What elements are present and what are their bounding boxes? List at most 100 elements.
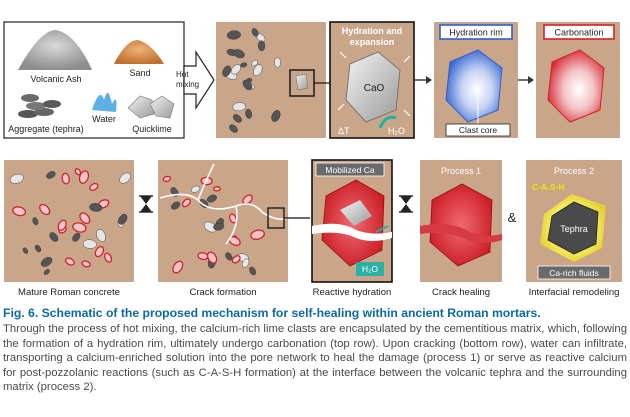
lime-clast bbox=[231, 255, 241, 264]
h2o-label-top: H₂O bbox=[388, 126, 405, 136]
water-inflow-arrow bbox=[378, 115, 397, 129]
lime-clast bbox=[89, 203, 103, 212]
aggregate-grain bbox=[232, 114, 242, 123]
aggregate-grain bbox=[232, 49, 245, 59]
lime-clast bbox=[170, 201, 181, 210]
clast-core-box bbox=[445, 123, 511, 137]
lime-clast bbox=[82, 239, 97, 249]
hydration-rim-title-box bbox=[439, 24, 513, 40]
lime-clast bbox=[228, 213, 237, 224]
caption-body: Through the process of hot mixing, the c… bbox=[3, 323, 627, 394]
lime-clast bbox=[94, 245, 105, 258]
lime-clast bbox=[213, 222, 225, 231]
caption-title-text: Schematic of the proposed mechanism for … bbox=[41, 306, 541, 320]
healing-clast bbox=[429, 183, 493, 267]
hot-mixing-label-line1: Hot bbox=[176, 70, 189, 79]
reactive-hydration-panel: Mobilized Ca H₂O bbox=[311, 159, 393, 283]
caption-title: Fig. 6. Schematic of the proposed mechan… bbox=[3, 306, 627, 320]
cao-clast bbox=[345, 51, 401, 123]
lime-clast bbox=[96, 229, 106, 242]
lime-clast bbox=[49, 232, 59, 242]
lime-clast bbox=[65, 257, 75, 266]
crack-line bbox=[159, 163, 289, 245]
sand-pile bbox=[114, 40, 164, 64]
lime-clast bbox=[206, 194, 217, 203]
crack-formation-label: Crack formation bbox=[189, 287, 256, 298]
lime-clast bbox=[72, 222, 87, 233]
hydration-title-line1: Hydration and bbox=[342, 26, 403, 36]
ampersand: & bbox=[508, 210, 517, 225]
lime-clast bbox=[191, 185, 201, 193]
lime-clast bbox=[61, 172, 70, 185]
lime-clast bbox=[57, 219, 67, 231]
reactive-crack bbox=[312, 223, 392, 241]
volcanic-ash-label: Volcanic Ash bbox=[30, 74, 81, 84]
sand-label: Sand bbox=[129, 68, 150, 78]
aggregate-grain bbox=[229, 124, 238, 133]
crack-healing-label: Crack healing bbox=[432, 287, 490, 298]
lime-clast bbox=[32, 217, 39, 226]
aggregate-grain bbox=[251, 59, 258, 67]
carbonation-title-box bbox=[543, 24, 615, 40]
clast-core-label: Clast core bbox=[459, 125, 498, 135]
lime-clast bbox=[225, 252, 233, 261]
water-splash bbox=[92, 92, 117, 112]
aggregate-grain bbox=[271, 110, 281, 122]
aggregate-grain bbox=[257, 40, 266, 52]
mature-concrete-label: Mature Roman concrete bbox=[18, 287, 120, 298]
hourglass-icon bbox=[139, 195, 153, 213]
lime-clast bbox=[43, 269, 50, 275]
hourglass-icon-2 bbox=[399, 195, 413, 213]
lime-clast bbox=[34, 244, 42, 253]
lime-clast bbox=[213, 186, 221, 192]
quicklime-label: Quicklime bbox=[132, 124, 172, 134]
lime-clast bbox=[12, 206, 27, 217]
crack-healing-panel: Process 1 bbox=[420, 160, 502, 282]
mature-concrete-panel bbox=[4, 160, 134, 282]
expansion-arrows bbox=[337, 51, 411, 117]
lime-clast bbox=[81, 260, 91, 268]
lime-clast bbox=[9, 173, 24, 184]
hydration-title-line2: expansion bbox=[350, 37, 395, 47]
lime-clast bbox=[22, 247, 29, 254]
hot-mixing-label: Hot mixing bbox=[176, 70, 199, 89]
quicklime-rocks bbox=[127, 95, 175, 119]
hydration-rim-clast bbox=[445, 49, 503, 123]
lime-clast bbox=[206, 251, 218, 264]
mechanism-figure: Volcanic Ash Sand Water Aggregate (tephr… bbox=[3, 21, 622, 298]
lime-clast bbox=[181, 198, 191, 208]
lime-clast bbox=[79, 212, 91, 225]
lime-clast bbox=[172, 260, 184, 274]
hydration-expansion-panel: Hydration and expansion CaO ΔT H₂O bbox=[329, 21, 415, 139]
lime-clast bbox=[242, 194, 253, 205]
process1-label: Process 1 bbox=[441, 166, 481, 176]
lime-clast bbox=[118, 213, 128, 225]
lime-clast bbox=[203, 221, 217, 233]
ca-rich-fluids-label: Ca-rich fluids bbox=[549, 268, 599, 278]
lime-clast bbox=[40, 257, 53, 267]
lime-clast bbox=[119, 172, 131, 184]
hot-mixing-label-line2: mixing bbox=[176, 80, 199, 89]
interfacial-remodeling-label: Interfacial remodeling bbox=[529, 287, 620, 298]
lime-clast bbox=[242, 258, 250, 268]
aggregate-grain bbox=[231, 64, 241, 75]
aggregate-grain bbox=[245, 108, 252, 119]
aggregate-stack bbox=[18, 94, 61, 118]
aggregate-grain bbox=[222, 65, 232, 77]
lime-clast bbox=[250, 229, 265, 240]
carbonation-panel: Carbonation bbox=[536, 22, 620, 138]
carbonation-clast bbox=[547, 49, 605, 123]
mobilized-ca-label: Mobilized Ca bbox=[325, 165, 374, 175]
h2o-label-bottom: H₂O bbox=[362, 264, 378, 274]
tephra-label: Tephra bbox=[560, 224, 588, 234]
ingredients-panel: Volcanic Ash Sand Water Aggregate (tephr… bbox=[3, 21, 185, 139]
tephra-grain bbox=[547, 201, 599, 255]
process2-label: Process 2 bbox=[554, 166, 594, 176]
interfacial-remodeling-panel: Process 2 C-A-S-H Tephra Ca-rich fluids bbox=[526, 160, 622, 282]
aggregate-grain bbox=[251, 28, 259, 37]
aggregate-grain bbox=[232, 102, 246, 112]
delta-t-label: ΔT bbox=[338, 126, 350, 136]
carbonation-title: Carbonation bbox=[554, 28, 603, 38]
figure-number: Fig. 6. bbox=[3, 306, 39, 320]
hydration-rim-panel: Hydration rim Clast core bbox=[434, 22, 518, 138]
